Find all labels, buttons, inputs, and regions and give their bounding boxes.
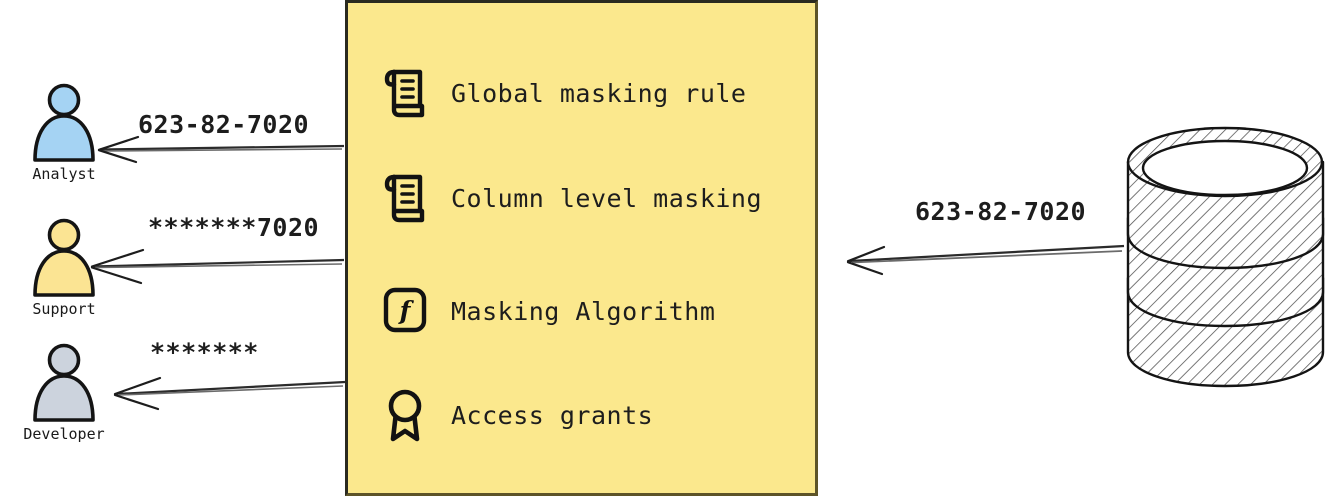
policy-item-label: Global masking rule: [451, 78, 747, 108]
arrow-label-developer: *******: [150, 338, 259, 367]
policy-item-label: Column level masking: [451, 183, 763, 213]
actor-label: Developer: [23, 425, 105, 443]
actor-developer[interactable]: Developer: [4, 342, 124, 443]
arrow-to-support: [85, 246, 345, 288]
person-icon: [28, 342, 100, 424]
arrow-label-source: 623-82-7020: [915, 197, 1087, 226]
scroll-icon: [381, 172, 429, 224]
policy-item-access-grants[interactable]: Access grants: [381, 385, 653, 445]
arrow-from-database: [840, 240, 1125, 282]
person-icon: [28, 82, 100, 164]
database-icon: [1120, 120, 1335, 405]
award-icon: [381, 389, 429, 442]
policy-item-global-masking-rule[interactable]: Global masking rule: [381, 63, 746, 123]
arrow-to-developer: [108, 372, 346, 412]
actor-support[interactable]: Support: [4, 217, 124, 318]
actor-analyst[interactable]: Analyst: [4, 82, 124, 183]
arrow-to-analyst: [90, 132, 345, 172]
policy-item-label: Masking Algorithm: [451, 296, 716, 326]
actor-label: Support: [32, 300, 96, 318]
arrow-label-analyst: 623-82-7020: [138, 110, 310, 139]
policy-item-label: Access grants: [451, 400, 654, 430]
policy-item-masking-algorithm[interactable]: f Masking Algorithm: [381, 281, 715, 341]
policy-item-column-level-masking[interactable]: Column level masking: [381, 168, 762, 228]
svg-text:f: f: [398, 296, 415, 325]
function-icon: f: [381, 285, 429, 337]
actor-label: Analyst: [32, 165, 96, 183]
policy-panel: Global masking rule Column level masking: [345, 0, 818, 496]
person-icon: [28, 217, 100, 299]
scroll-icon: [381, 67, 429, 119]
arrow-label-support: *******7020: [148, 213, 320, 242]
